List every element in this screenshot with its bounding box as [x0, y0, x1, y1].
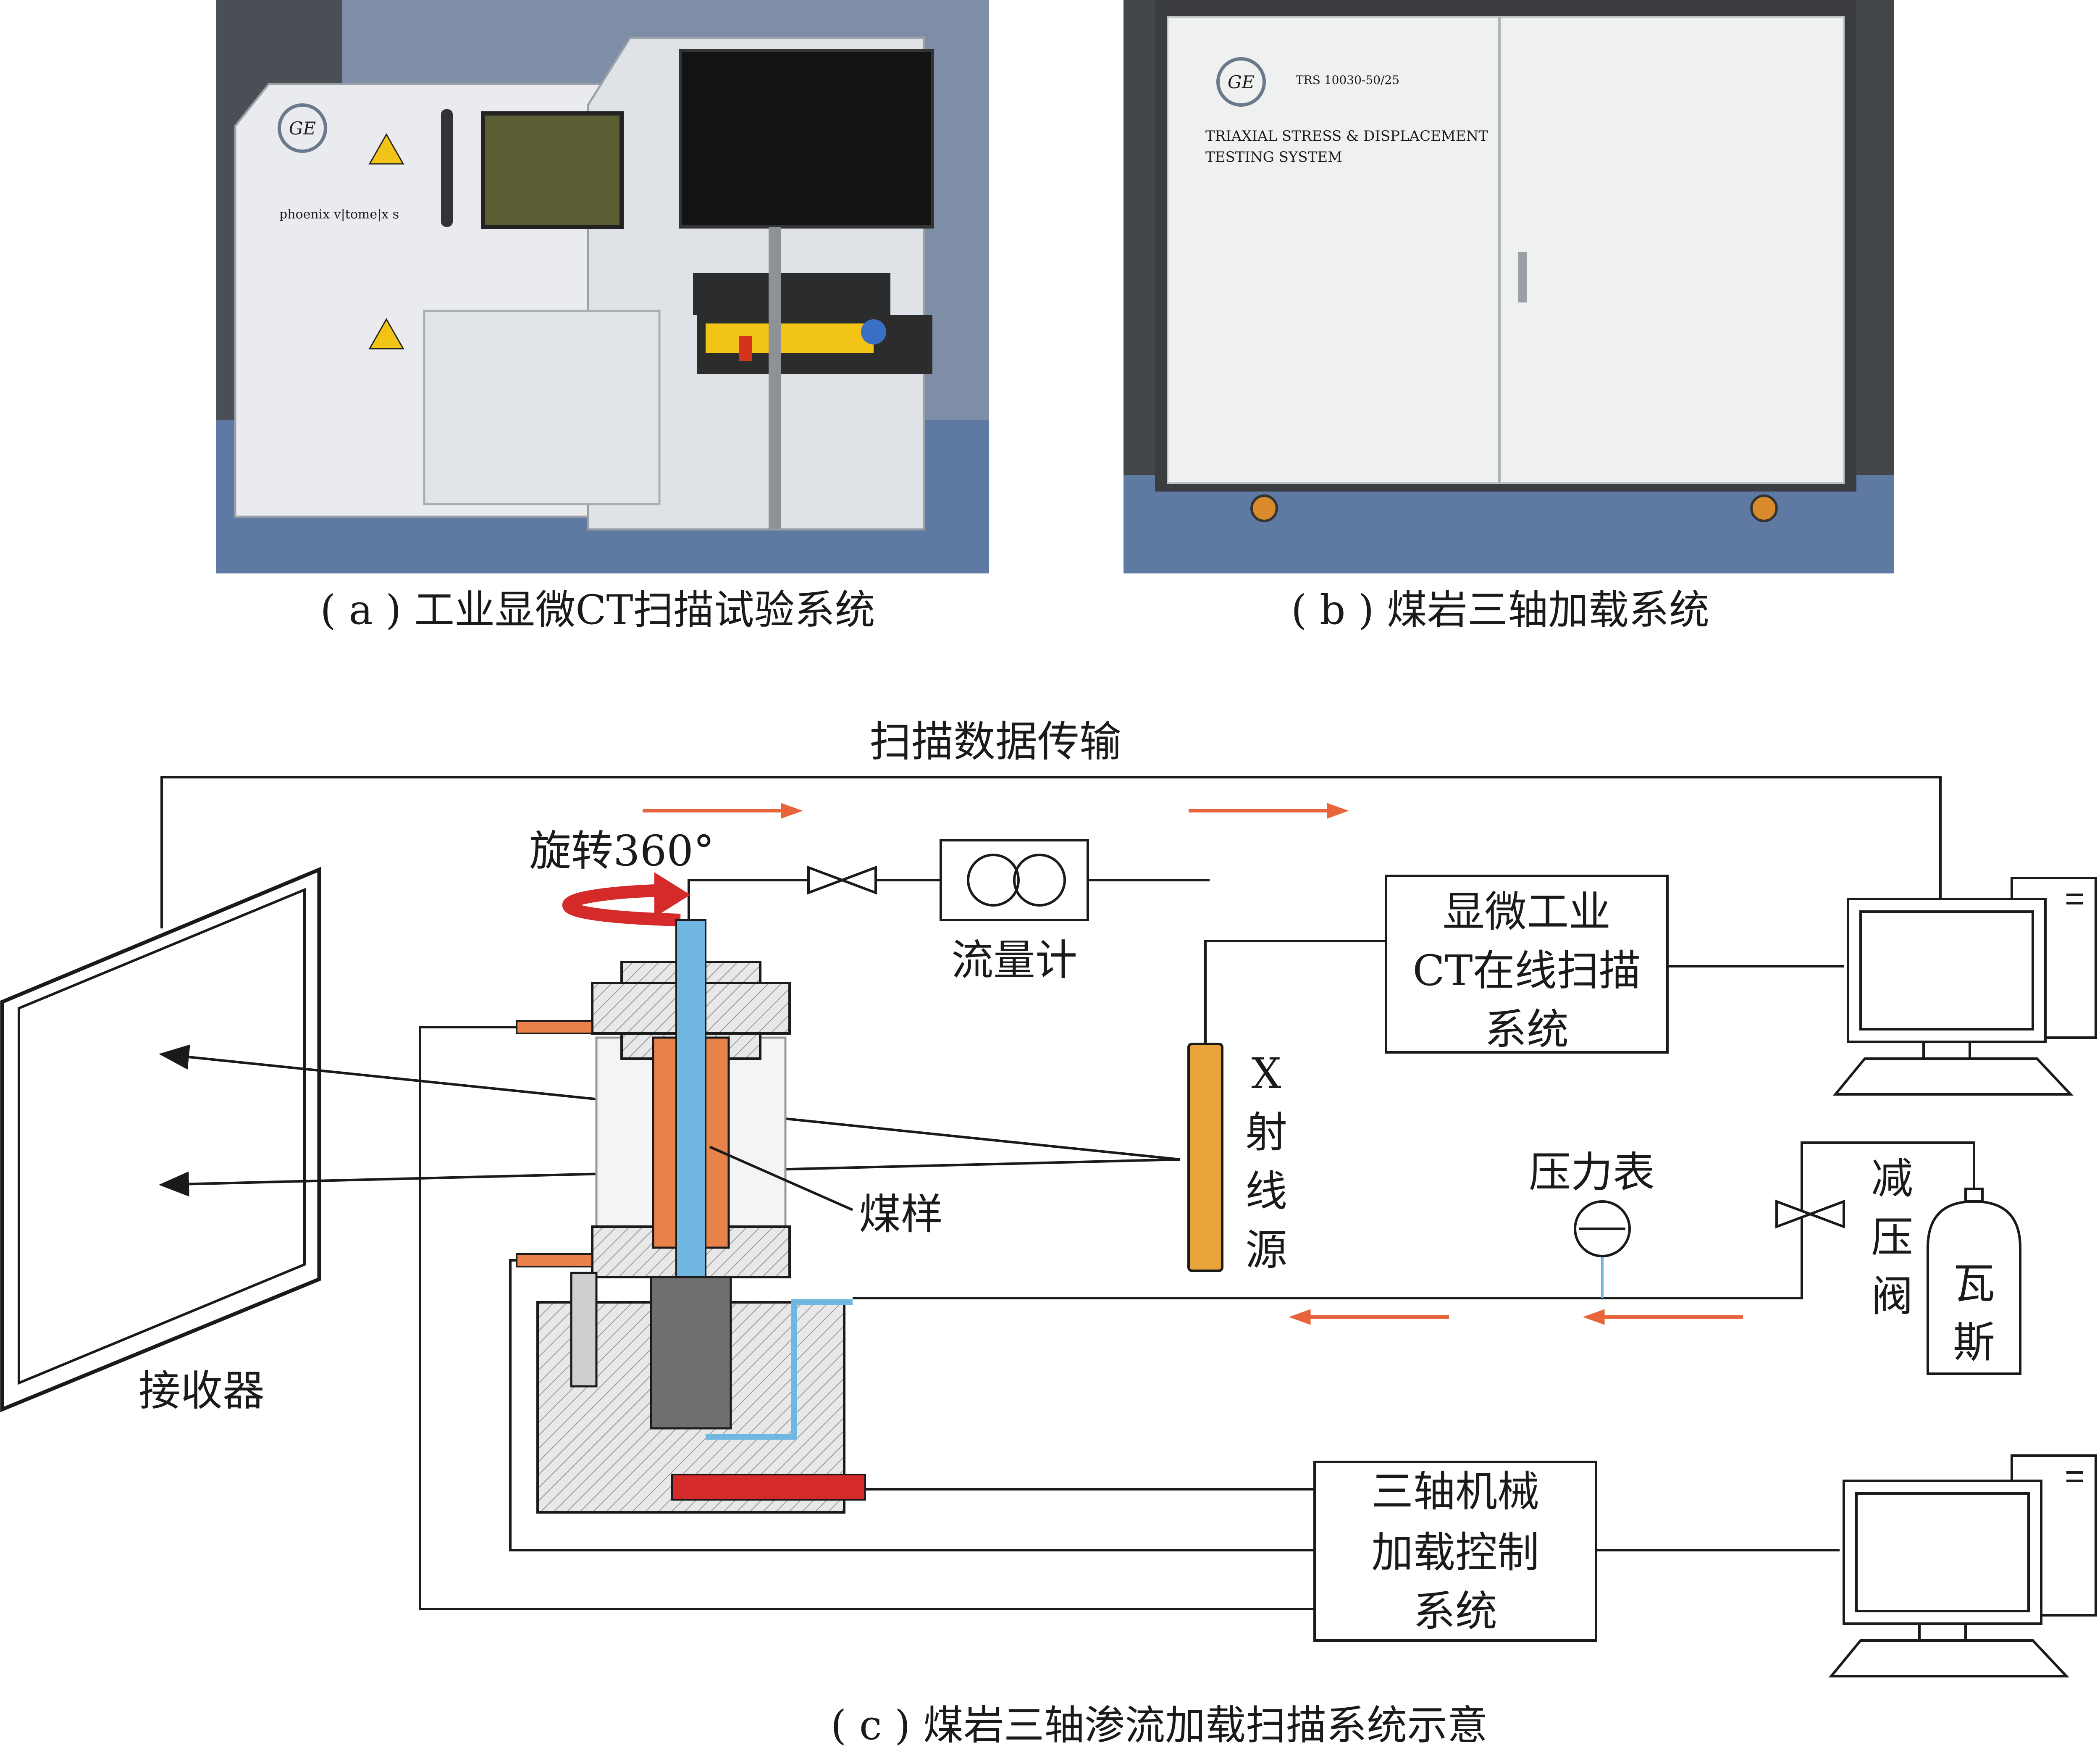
schematic	[0, 776, 2097, 1677]
label-rotation: 旋转360°	[529, 826, 714, 875]
control-line-inner	[509, 1259, 1315, 1551]
red-loading-pipe	[671, 1474, 866, 1501]
label-ct-line2: CT在线扫描	[1412, 946, 1641, 995]
label-xray-2: 射	[1245, 1108, 1287, 1157]
photo-triaxial-cabinet: GE TRS 10030-50/25 TRIAXIAL STRESS & DIS…	[1124, 0, 1894, 573]
label-ct-line1: 显微工业	[1443, 887, 1611, 936]
photo-ct-scanner: GE phoenix v|tome|x s	[216, 0, 989, 573]
label-scan-data-transfer: 扫描数据传输	[869, 717, 1121, 766]
receiver-plate	[0, 867, 321, 1412]
radiation-warning-icon	[368, 133, 404, 165]
ge-logo-icon-b	[1216, 57, 1266, 107]
label-flowmeter: 流量计	[951, 936, 1077, 985]
ge-logo-text-a: GE	[289, 118, 316, 139]
scanner-model-label: phoenix v|tome|x s	[279, 207, 399, 222]
label-xray-3: 线	[1245, 1167, 1287, 1216]
label-triaxial-line1: 三轴机械	[1371, 1467, 1539, 1516]
cabinet-nameplate-line1: TRIAXIAL STRESS & DISPLACEMENT	[1205, 128, 1488, 145]
flowmeter-wheel-right	[1013, 854, 1066, 907]
schematic-labels: 扫描数据传输 旋转360° 流量计 显微工业 CT在线扫描 系统 X 射 线 源…	[139, 717, 1995, 1636]
xray-source-line	[1204, 940, 1386, 1044]
caption-c: ( c ) 煤岩三轴渗流加载扫描系统示意	[831, 1702, 1488, 1749]
label-xray-4: 源	[1245, 1225, 1287, 1275]
label-xray-1: X	[1251, 1049, 1281, 1098]
flow-arrows	[643, 803, 1743, 1325]
caption-b: ( b ) 煤岩三轴加载系统	[1291, 586, 1709, 634]
ge-logo-icon	[278, 103, 327, 153]
outlet-valve-icon	[807, 865, 877, 895]
computer-top-icon	[1832, 877, 2097, 1096]
flowmeter-wheel-left	[967, 854, 1020, 907]
outlet-pipe	[688, 879, 808, 937]
label-coal-sample: 煤样	[859, 1190, 943, 1239]
ct-system-box	[1385, 875, 1669, 1054]
label-pressure-gauge: 压力表	[1529, 1148, 1655, 1197]
label-receiver: 接收器	[139, 1366, 265, 1415]
triaxial-cell	[516, 919, 866, 1514]
cabinet-model-code: TRS 10030-50/25	[1296, 73, 1399, 87]
label-triaxial-line2: 加载控制	[1371, 1528, 1539, 1577]
xray-source-tube	[1187, 1043, 1223, 1272]
label-triaxial-line3: 系统	[1413, 1587, 1497, 1636]
label-reducer-2: 压	[1871, 1213, 1913, 1262]
label-reducer-1: 减	[1871, 1154, 1913, 1203]
cabinet-nameplate-line2: TESTING SYSTEM	[1205, 149, 1342, 166]
caption-a: ( a ) 工业显微CT扫描试验系统	[320, 586, 875, 634]
radiation-warning-icon-2	[368, 318, 404, 350]
computer-bottom-icon	[1828, 1454, 2097, 1677]
scan-data-line	[160, 776, 1942, 928]
label-ct-line3: 系统	[1485, 1005, 1569, 1054]
label-reducer-3: 阀	[1871, 1272, 1913, 1321]
label-gas-1: 瓦	[1953, 1259, 1995, 1308]
reducer-valve-icon	[1775, 1199, 1845, 1229]
label-gas-2: 斯	[1953, 1318, 1995, 1367]
coal-sample-leader	[709, 1146, 853, 1211]
ge-logo-text-b: GE	[1228, 72, 1255, 92]
gas-supply-line	[853, 1141, 1975, 1299]
rotation-arrow-icon	[562, 884, 681, 926]
control-line-outer	[419, 1026, 1315, 1610]
